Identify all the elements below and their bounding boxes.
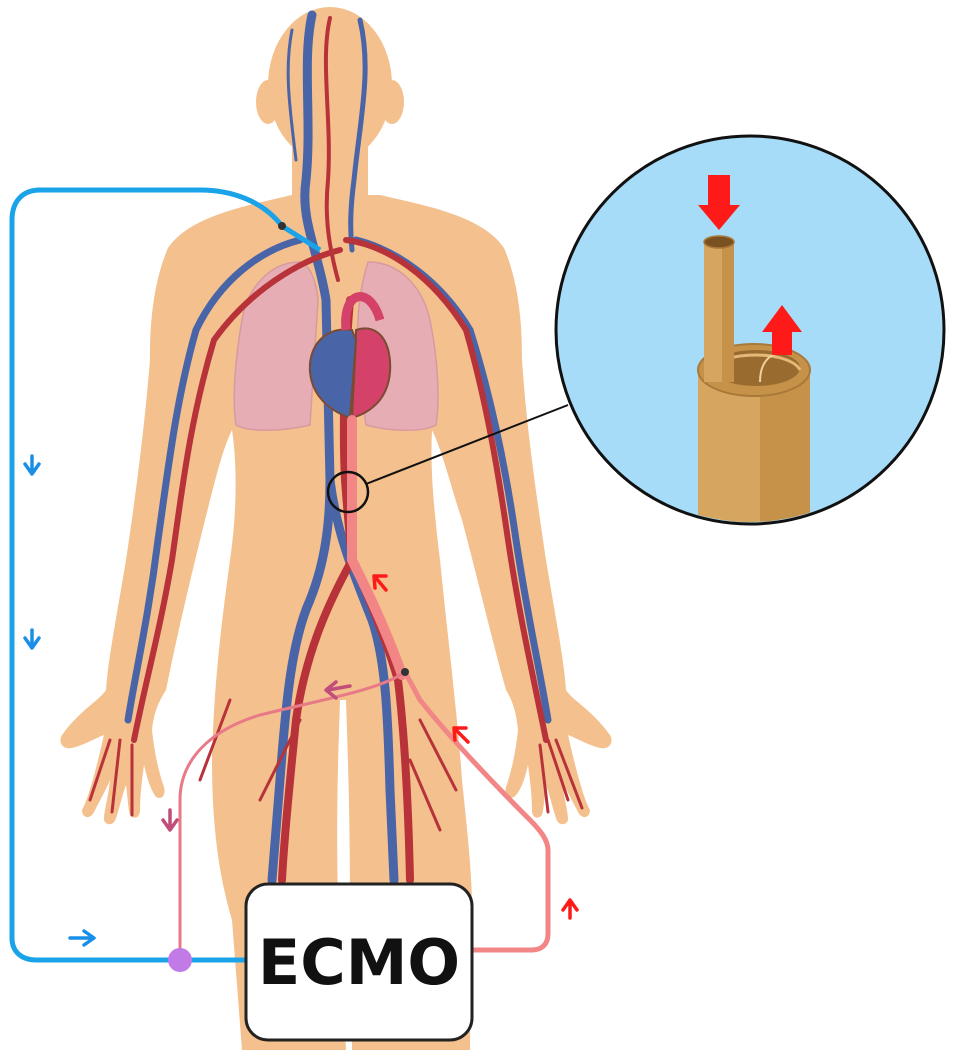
zoom-leader-line [365,404,569,485]
arterial-arrow-upleft-icon [452,726,470,744]
distal-arrow-left-icon [324,680,352,700]
aortic-arch [341,292,385,331]
arterial-arrow-up-icon [561,898,579,920]
flow-arrows [23,454,579,947]
ecmo-box [244,882,474,1042]
distal-perfusion-line [178,670,406,958]
zoom-inset-circle [554,134,946,526]
heart-left-side [350,327,392,420]
femoral-insertion-point [401,668,409,676]
outflow-arrow-up-icon [762,305,802,355]
zoom-source-ring [326,470,370,514]
magnifier-inset-icon [326,134,946,526]
jugular-insertion-point [278,222,286,230]
heart-right-side [308,328,358,420]
arterial-arrow-upleft-icon [372,574,388,592]
descending-aorta-segment [347,415,407,680]
circle-connector-icon [168,948,192,972]
right-lung [233,261,319,431]
cannula-closeup [697,235,811,522]
heart [308,292,392,420]
jugular-cannula [280,223,322,253]
inflow-arrow-down-icon [698,175,740,230]
ecmo-device: ECMO [244,882,474,1042]
ecmo-label: ECMO [258,926,460,999]
venous-arrow-down-icon [23,454,41,476]
distal-arrow-down-icon [161,808,179,832]
venous-arrow-right-icon [68,929,96,947]
venous-drainage-line [9,187,284,963]
venous-arrow-down-icon [23,628,41,650]
